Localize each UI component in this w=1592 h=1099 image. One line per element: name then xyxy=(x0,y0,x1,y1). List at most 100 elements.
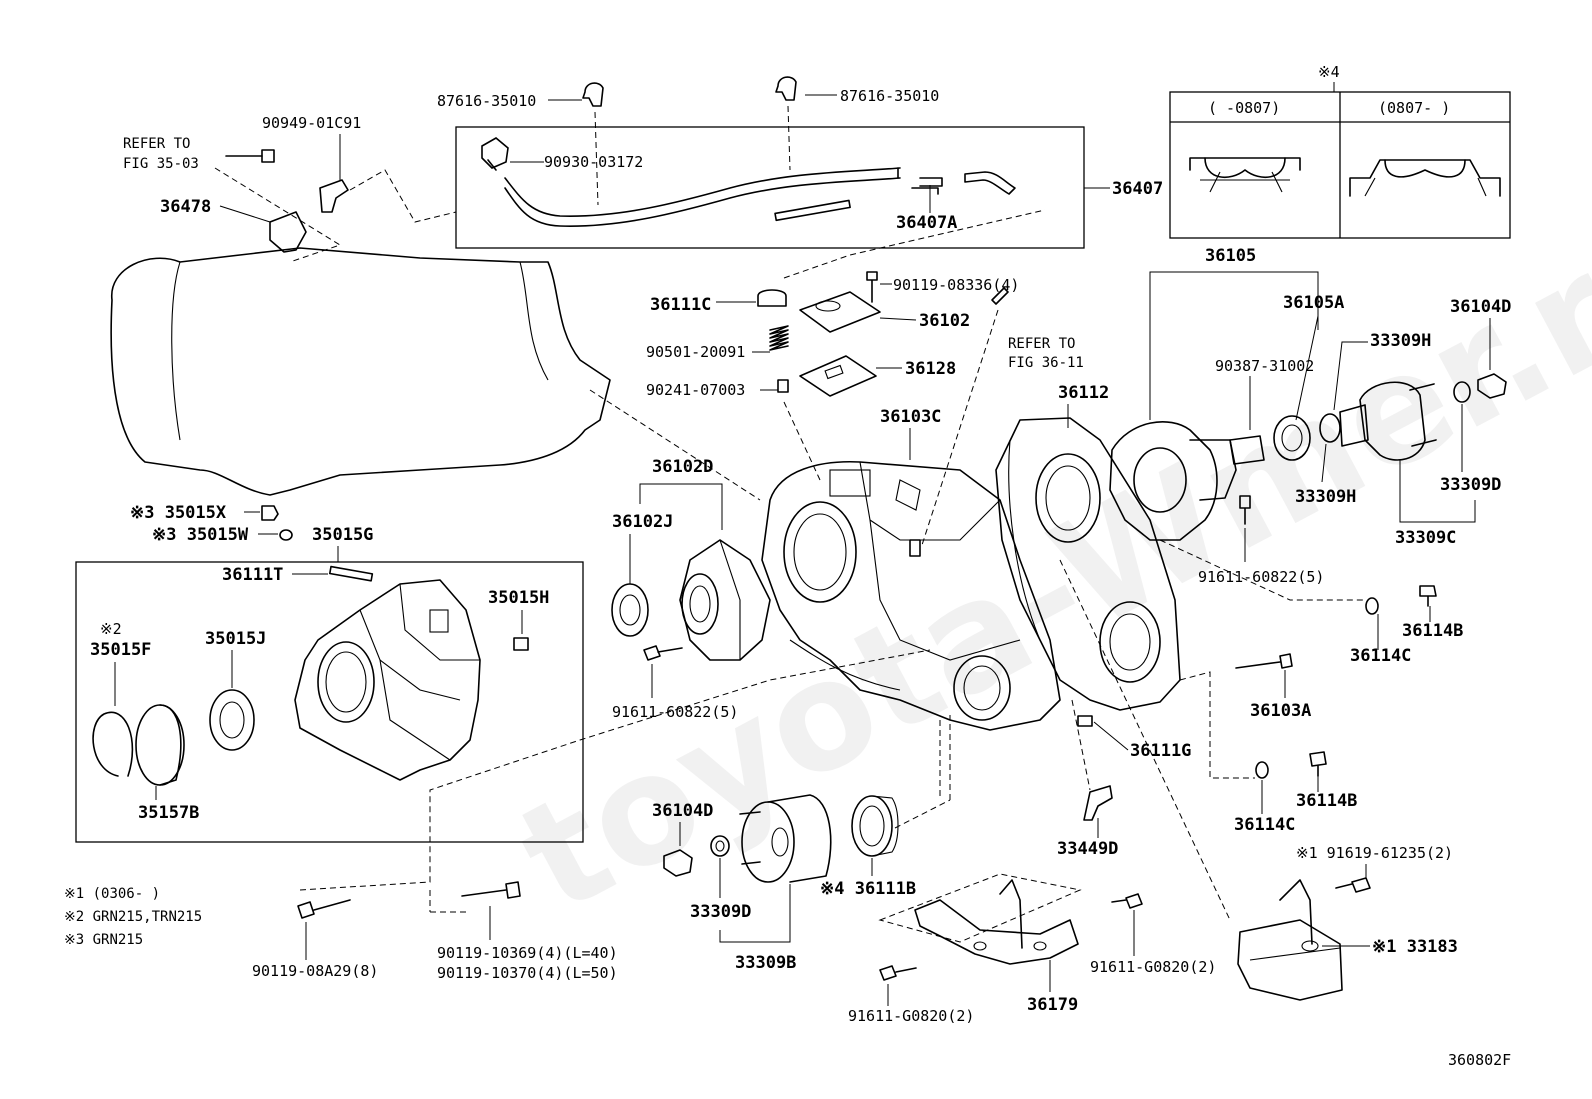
cover-36112-drawing xyxy=(995,417,1181,711)
seal-drawing xyxy=(1273,415,1311,461)
clip-left-drawing xyxy=(582,82,604,107)
bolt-91619-drawing xyxy=(1335,877,1371,893)
part-label-35015H[interactable]: 35015H xyxy=(488,588,549,608)
part-label-36111T[interactable]: 36111T xyxy=(222,565,283,585)
washer-top-drawing xyxy=(1453,381,1471,403)
part-label-33449D[interactable]: 33449D xyxy=(1057,839,1118,859)
part-label-36105A[interactable]: 36105A xyxy=(1283,293,1344,313)
bracket-33449D-drawing xyxy=(1083,785,1113,821)
part-label-33309D-right[interactable]: 33309D xyxy=(1440,475,1501,495)
part-label-36407[interactable]: 36407 xyxy=(1112,179,1163,199)
refer-fig-36-line1: REFER TO xyxy=(1008,336,1075,352)
part-label-35015F[interactable]: 35015F xyxy=(90,640,151,660)
part-label-36407A[interactable]: 36407A xyxy=(896,213,957,233)
part-label-90387-31002[interactable]: 90387-31002 xyxy=(1215,357,1314,375)
breather-hose-drawing xyxy=(481,137,1016,227)
part-label-35015G[interactable]: 35015G xyxy=(312,525,373,545)
watermark: toyota-Wmer.ru xyxy=(494,174,1592,946)
part-label-87616-35010-left[interactable]: 87616-35010 xyxy=(437,92,536,110)
part-label-36114B-bottom[interactable]: 36114B xyxy=(1296,791,1357,811)
clip-right-drawing xyxy=(775,76,797,101)
part-label-36102D[interactable]: 36102D xyxy=(652,457,713,477)
inset-seal-new-drawing xyxy=(1349,159,1501,197)
part-label-36102J[interactable]: 36102J xyxy=(612,512,673,532)
part-label-35015W[interactable]: ※3 35015W xyxy=(152,525,249,545)
part-label-90241-07003[interactable]: 90241-07003 xyxy=(646,381,745,399)
bolt-drawing xyxy=(225,149,275,163)
part-label-33183[interactable]: ※1 33183 xyxy=(1372,937,1458,957)
part-label-36104D-top[interactable]: 36104D xyxy=(1450,297,1511,317)
part-label-35015X[interactable]: ※3 35015X xyxy=(130,503,227,523)
bolt-90119-08A29-drawing xyxy=(297,899,351,919)
part-label-36112[interactable]: 36112 xyxy=(1058,383,1109,403)
bolt-91611-left-drawing xyxy=(643,645,683,661)
seal-36111B-drawing xyxy=(851,795,893,857)
bolt-36114B-top-drawing xyxy=(1419,585,1437,607)
part-label-90119-08336[interactable]: 90119-08336(4) xyxy=(893,276,1019,294)
part-label-91611-60822-left[interactable]: 91611-60822(5) xyxy=(612,703,738,721)
inset-seal-old-drawing xyxy=(1189,157,1301,193)
bolt-36103A-drawing xyxy=(1235,653,1293,669)
snap-ring-drawing xyxy=(92,711,134,777)
extension-housing-drawing xyxy=(1109,421,1237,541)
part-label-87616-35010-right[interactable]: 87616-35010 xyxy=(840,87,939,105)
part-label-90949-01C91[interactable]: 90949-01C91 xyxy=(262,114,361,132)
inset-left-header: ( -0807) xyxy=(1208,99,1280,117)
part-label-90119-10370[interactable]: 90119-10370(4)(L=50) xyxy=(437,964,618,982)
seal-35015J-drawing xyxy=(209,689,255,751)
adapter-housing-drawing xyxy=(294,579,481,781)
pin-36111T-drawing xyxy=(328,565,374,582)
bolt-36114B-bottom-drawing xyxy=(1309,751,1327,777)
figure-code: 360802F xyxy=(1448,1051,1511,1069)
part-label-33309D-bottom[interactable]: 33309D xyxy=(690,902,751,922)
part-label-91619-61235[interactable]: ※1 91619-61235(2) xyxy=(1296,844,1453,862)
part-label-36478[interactable]: 36478 xyxy=(160,197,211,217)
bolt-91611-G0820-left-drawing xyxy=(879,965,917,981)
mount-33183-drawing xyxy=(1237,879,1343,1001)
washer-33309D-bottom-drawing xyxy=(710,835,730,857)
part-label-36114C-top[interactable]: 36114C xyxy=(1350,646,1411,666)
skid-bracket-drawing xyxy=(914,879,1079,965)
part-label-90119-10369[interactable]: 90119-10369(4)(L=40) xyxy=(437,944,618,962)
plug-drawing xyxy=(757,289,787,307)
breather-tube-drawing xyxy=(991,287,1009,305)
gasket-drawing xyxy=(799,355,877,397)
part-label-36103A[interactable]: 36103A xyxy=(1250,701,1311,721)
nut-bottom-drawing xyxy=(663,849,693,877)
part-label-33309H-top[interactable]: 33309H xyxy=(1370,331,1431,351)
pin-drawing xyxy=(777,379,789,393)
part-label-91611-G0820-right[interactable]: 91611-G0820(2) xyxy=(1090,958,1216,976)
part-label-36111C[interactable]: 36111C xyxy=(650,295,711,315)
bolt-91611-G0820-right-drawing xyxy=(1111,893,1143,909)
part-label-90119-08A29[interactable]: 90119-08A29(8) xyxy=(252,962,378,980)
part-label-33309B[interactable]: 33309B xyxy=(735,953,796,973)
part-label-36102[interactable]: 36102 xyxy=(919,311,970,331)
part-label-36111B[interactable]: ※4 36111B xyxy=(820,879,916,899)
part-label-91611-G0820-left[interactable]: 91611-G0820(2) xyxy=(848,1007,974,1025)
part-label-36128[interactable]: 36128 xyxy=(905,359,956,379)
part-label-36179[interactable]: 36179 xyxy=(1027,995,1078,1015)
part-label-90501-20091[interactable]: 90501-20091 xyxy=(646,343,745,361)
oring-drawing xyxy=(1319,413,1341,443)
part-label-36111G[interactable]: 36111G xyxy=(1130,741,1191,761)
nut-top-drawing xyxy=(1477,373,1507,399)
part-label-33309H-bottom[interactable]: 33309H xyxy=(1295,487,1356,507)
bolt-90119-10369-drawing xyxy=(461,881,521,899)
part-label-91611-60822-right[interactable]: 91611-60822(5) xyxy=(1198,568,1324,586)
part-label-35015J[interactable]: 35015J xyxy=(205,629,266,649)
part-label-33309C[interactable]: 33309C xyxy=(1395,528,1456,548)
washer-36114C-bottom-drawing xyxy=(1255,761,1269,779)
part-label-90930-03172[interactable]: 90930-03172 xyxy=(544,153,643,171)
flange-right-drawing xyxy=(1339,381,1437,461)
part-label-36114C-bottom[interactable]: 36114C xyxy=(1234,815,1295,835)
part-label-36103C[interactable]: 36103C xyxy=(880,407,941,427)
part-label-36114B-top[interactable]: 36114B xyxy=(1402,621,1463,641)
pin-35015H-drawing xyxy=(513,637,529,651)
part-label-35157B[interactable]: 35157B xyxy=(138,803,199,823)
part-label-36104D-bottom[interactable]: 36104D xyxy=(652,801,713,821)
washer-36114C-top-drawing xyxy=(1365,597,1379,615)
part-label-36105[interactable]: 36105 xyxy=(1205,246,1256,266)
inset-mark: ※4 xyxy=(1318,63,1340,81)
refer-fig-35-line2: FIG 35-03 xyxy=(123,156,199,172)
